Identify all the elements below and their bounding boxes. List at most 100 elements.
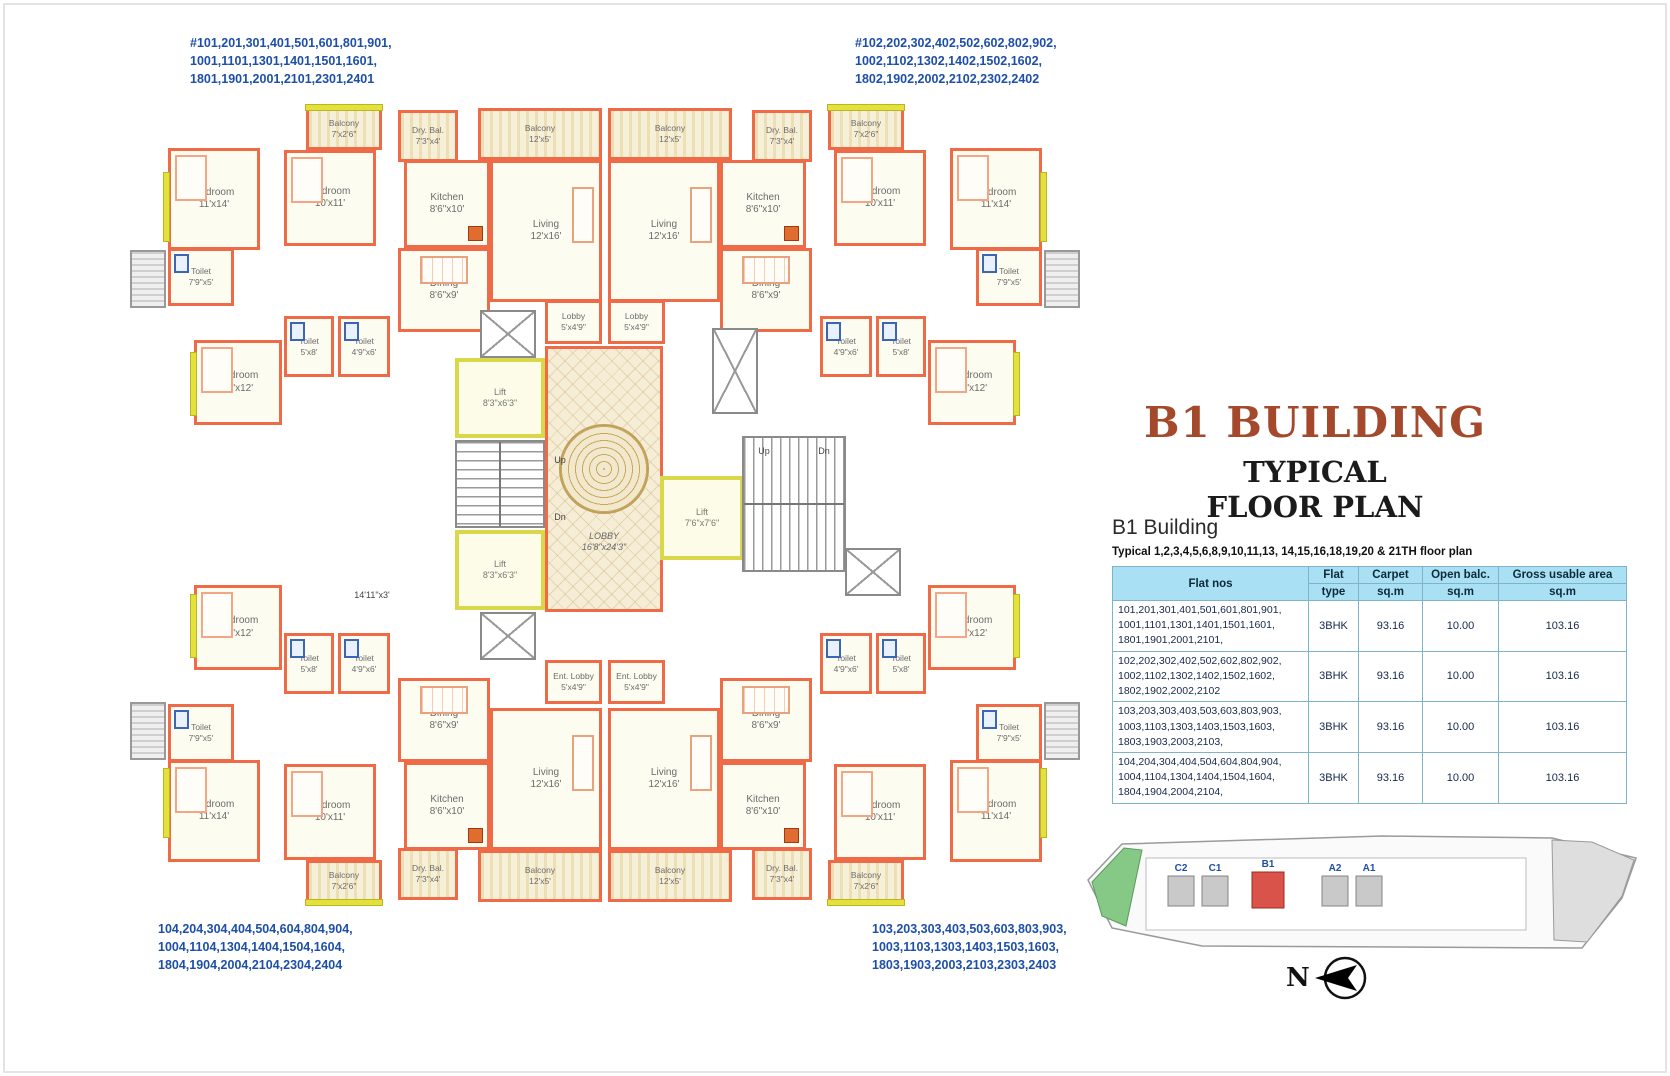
cell-flats-2: 103,203,303,403,503,603,803,903, 1003,11…: [1112, 701, 1309, 753]
room-label: Dn: [818, 446, 830, 457]
cell-carpet-3: 93.16: [1358, 751, 1423, 804]
room-dims: 7'x2'6": [853, 129, 879, 139]
header-bottom-2: sq.m: [1422, 583, 1499, 601]
room-dims: 8'6"x10': [745, 204, 781, 215]
room-label: Toilet: [191, 722, 211, 733]
room-dims: 8'3"x6'3": [482, 398, 518, 408]
compass-arrow-icon: [1314, 956, 1367, 1000]
service-ledge-q1-0: [1044, 250, 1080, 308]
room-label: Dn: [554, 512, 566, 523]
room-dims: 7'3"x4': [415, 874, 441, 884]
room-label: Lift: [695, 506, 708, 517]
window-strip-q3-2: [827, 899, 905, 906]
window-strip-q1-1: [1013, 352, 1020, 416]
window-strip-q2-1: [190, 594, 197, 658]
room-label: Dining: [751, 277, 781, 289]
room-dims: 12'x16': [648, 231, 680, 242]
room-dims: 5'x4'9": [561, 682, 586, 692]
room-dims: 11'x14': [198, 199, 230, 210]
room-label: Up: [758, 446, 770, 457]
room-label: Dining: [751, 707, 781, 719]
service-ledge-q3-0: [1044, 702, 1080, 760]
site-building-C2: C2: [1167, 863, 1195, 907]
room-dims: 7'x2'6": [853, 881, 879, 891]
room-label: LOBBY: [588, 530, 619, 541]
room-label: Bedroom: [217, 615, 259, 626]
room-dims: 12'x5': [529, 876, 551, 886]
room-label: Dry. Bal.: [766, 863, 798, 874]
room-label: Toilet: [836, 335, 856, 346]
window-strip-q3-0: [1040, 768, 1047, 838]
room-label: Bedroom: [975, 186, 1017, 198]
room-dims: 10'x11': [314, 198, 346, 209]
room-label: Bedroom: [193, 798, 235, 810]
room-dims: 8'6"x9': [429, 290, 459, 301]
flat-row-2: 103,203,303,403,503,603,803,903, 1003,11…: [1112, 701, 1627, 753]
flat-numbers-top-right: #102,202,302,402,502,602,802,902, 1002,1…: [855, 36, 1057, 87]
room-dims: 10'x11': [864, 198, 896, 209]
title-floor-plan: FLOOR PLAN: [1206, 490, 1424, 524]
cell-open-balc-0: 10.00: [1422, 600, 1499, 652]
room-label: Ent. Lobby: [553, 671, 594, 682]
room-dims: 8'6"x9': [751, 290, 781, 301]
flat-row-0: 101,201,301,401,501,601,801,901, 1001,11…: [1112, 600, 1627, 652]
room-label: 14'11"x3': [354, 590, 390, 601]
room-label: Kitchen: [746, 793, 780, 805]
room-label: Balcony: [524, 865, 556, 876]
window-strip-q0-2: [305, 104, 383, 111]
north-compass: N: [1286, 952, 1374, 1004]
room-dims: 11'x14': [980, 199, 1012, 210]
room-dims: 7'9"x5': [996, 733, 1022, 743]
cell-gross-area-3: 103.16: [1498, 751, 1627, 804]
cell-carpet-1: 93.16: [1358, 650, 1423, 703]
window-strip-q0-1: [190, 352, 197, 416]
plan-stairs-right: [742, 436, 846, 572]
room-label: Living: [650, 766, 678, 778]
plan-shaft-a: [480, 310, 536, 358]
room-dims: 16'8"x24'3": [581, 541, 627, 552]
room-dims: 5'x4'9": [624, 682, 649, 692]
room-label: Bedroom: [975, 798, 1017, 810]
cell-carpet-2: 93.16: [1358, 701, 1423, 753]
window-strip-q0-0: [163, 172, 170, 242]
room-dims: 7'9"x5': [188, 277, 214, 287]
room-dims: 8'3"x6'3": [482, 570, 518, 580]
room-label: Kitchen: [430, 191, 464, 203]
room-dims: 12'x5': [529, 134, 551, 144]
flat-table-body: 101,201,301,401,501,601,801,901, 1001,11…: [1112, 600, 1627, 804]
room-dims: 4'9"x6': [351, 663, 377, 674]
room-dims: 8'6"x10': [429, 204, 465, 215]
room-dims: 12'x5': [659, 134, 681, 144]
plan-shaft-c: [480, 612, 536, 660]
room-dims: 8'6"x10': [429, 806, 465, 817]
site-road: [1551, 839, 1635, 943]
room-label: Toilet: [299, 335, 319, 346]
